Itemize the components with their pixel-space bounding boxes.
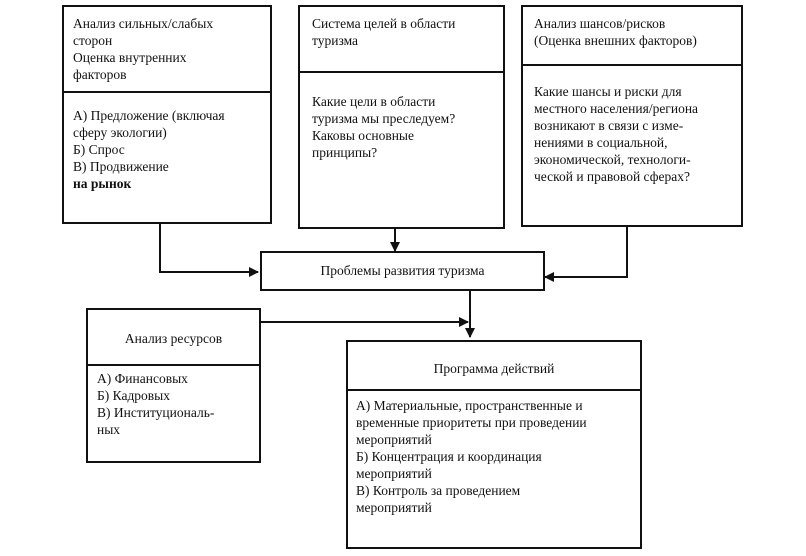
problems-label: Проблемы развития туризма (320, 263, 485, 278)
strengths-divider (64, 91, 270, 93)
program-divider (348, 389, 640, 391)
resources-box: Анализ ресурсов А) Финансовых Б) Кадровы… (86, 308, 261, 463)
chances-risks-title: Анализ шансов/рисков (Оценка внешних фак… (534, 16, 697, 48)
strengths-weaknesses-title: Анализ сильных/слабых сторон Оценка внут… (73, 16, 214, 82)
resources-content: А) Финансовых Б) Кадровых В) Институцион… (97, 371, 215, 437)
problems-box: Проблемы развития туризма (260, 251, 545, 291)
chances-divider (523, 64, 741, 66)
strengths-weaknesses-box: Анализ сильных/слабых сторон Оценка внут… (62, 5, 272, 224)
resources-title: Анализ ресурсов (124, 331, 223, 346)
goal-system-title: Система целей в области туризма (312, 16, 456, 48)
goal-system-content: Какие цели в области туризма мы преследу… (312, 94, 456, 160)
action-program-content: А) Материальные, пространственные и врем… (356, 398, 587, 515)
resources-divider (88, 364, 259, 366)
arrow-chances-to-problems (544, 227, 628, 282)
chances-risks-content: Какие шансы и риски для местного населен… (534, 84, 699, 184)
action-program-title: Программа действий (433, 361, 555, 376)
action-program-box: Программа действий А) Материальные, прос… (346, 340, 642, 549)
goal-system-box: Система целей в области туризма Какие це… (298, 5, 505, 229)
goals-divider (300, 71, 503, 73)
strengths-weaknesses-content: А) Предложение (включая сферу экологии) … (73, 108, 225, 191)
chances-risks-box: Анализ шансов/рисков (Оценка внешних фак… (521, 5, 743, 227)
arrow-strengths-to-problems (159, 224, 259, 277)
